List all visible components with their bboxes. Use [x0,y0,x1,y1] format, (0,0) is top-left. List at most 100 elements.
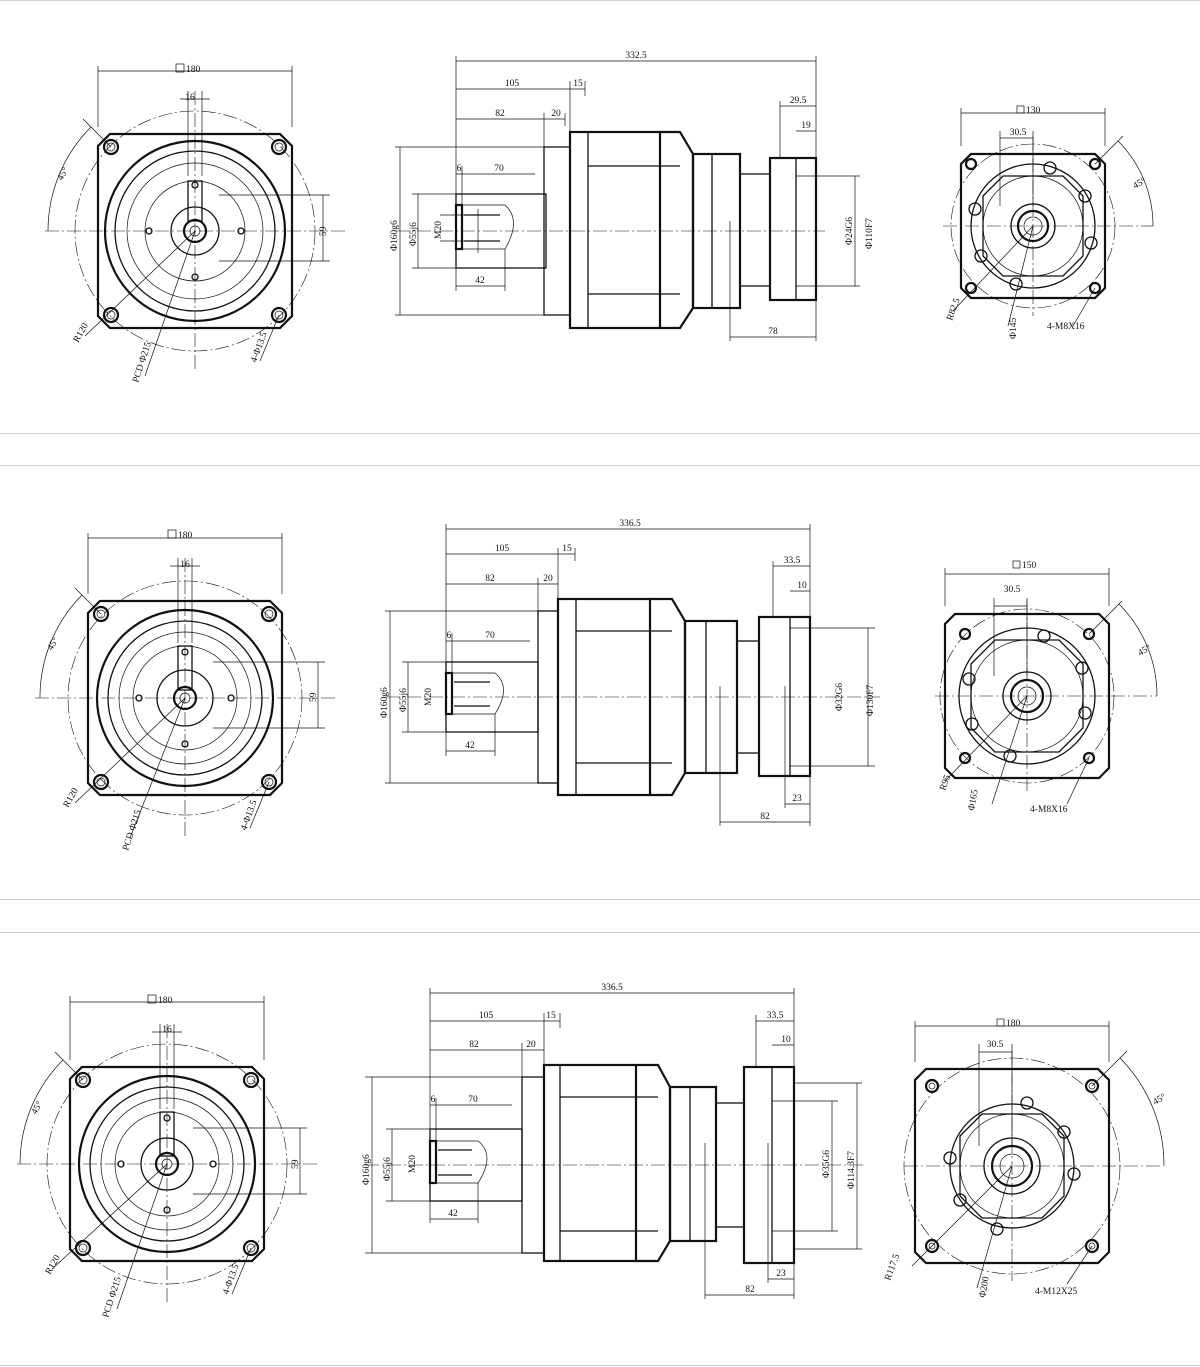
flange-radius-dim: R82.5 [945,297,962,322]
side-total-dim: 336.5 [601,983,623,993]
side-view [365,988,865,1299]
side-d1-dim: 105 [505,79,520,89]
drawing-svg-2: 180 16 45° 59 R120 PCD Φ215 4-Φ13.5 [35,519,1158,852]
flange-square-dim: 150 [1022,561,1037,571]
side-d2-dim: 15 [546,1011,556,1021]
side-d3-dim: 82 [495,109,505,119]
front-holes-dim: 4-Φ13.5 [249,331,269,364]
side-d6-dim: 70 [494,164,504,174]
flange-radius-dim: R95 [938,773,953,792]
side-d3-dim: 82 [485,574,495,584]
flange-view [935,568,1158,805]
side-thread-dim: M20 [424,688,434,706]
front-pcd-dim: PCD Φ215 [121,809,144,852]
side-view [395,56,860,341]
side-d6-dim: 70 [485,631,495,641]
drawing-svg-1: 180 16 45° 59 R120 PCD Φ215 4-Φ13.5 [45,51,1154,384]
side-d8-dim: 29.5 [790,96,807,106]
side-d6-dim: 70 [468,1095,478,1105]
side-dia4-dim: Φ130F7 [866,685,876,716]
side-d9-dim: 19 [801,121,811,131]
flange-radius-dim: R117.5 [883,1253,902,1282]
side-d4-dim: 20 [543,574,553,584]
side-dia2-dim: Φ55j6 [399,688,409,712]
flange-holes-dim: 4-M8X16 [1047,322,1085,332]
side-d1-dim: 105 [479,1011,494,1021]
front-radius-dim: R120 [44,1253,63,1276]
drawing-panel-2: 180 16 45° 59 R120 PCD Φ215 4-Φ13.5 [0,465,1200,900]
flange-square-dim: 130 [1026,106,1041,116]
side-d11-dim: 23 [776,1269,786,1279]
front-holes-dim: 4-Φ13.5 [221,1263,241,1296]
front-key-dim: 16 [162,1025,172,1035]
side-d11-dim: 23 [792,794,802,804]
side-d8-dim: 33.5 [784,556,801,566]
side-d9-dim: 10 [781,1035,791,1045]
side-total-dim: 332.5 [625,51,647,61]
flange-holes-dim: 4-M12X25 [1035,1287,1077,1297]
side-dia2-dim: Φ55j6 [409,222,419,246]
drawing-panel-1: 180 16 45° 59 R120 PCD Φ215 4-Φ13.5 [0,0,1200,434]
flange-key-dim: 30.5 [987,1040,1004,1050]
front-key-dim: 16 [185,93,195,103]
side-d3-dim: 82 [469,1040,479,1050]
side-d10-dim: 82 [745,1285,755,1295]
front-offset-dim: 59 [291,1159,301,1169]
flange-view [943,108,1154,327]
front-square-dim: 180 [158,996,173,1006]
side-dia1-dim: Φ160g6 [362,1154,372,1185]
side-thread-dim: M20 [408,1155,418,1173]
side-d5-dim: 6 [431,1095,436,1105]
front-square-dim: 180 [178,531,193,541]
square-symbol-flange [1012,560,1021,569]
square-symbol [175,63,185,73]
side-d7-dim: 42 [465,741,475,751]
front-offset-dim: 59 [319,226,329,236]
flange-pcd-dim: Φ165 [967,789,981,812]
side-d2-dim: 15 [573,79,583,89]
square-symbol [167,529,177,539]
side-dia3-dim: Φ24G6 [845,217,855,245]
front-view [35,533,335,839]
side-d4-dim: 20 [526,1040,536,1050]
front-offset-dim: 59 [309,692,319,702]
square-symbol [147,994,157,1004]
side-d10-dim: 78 [768,327,778,337]
front-radius-dim: R120 [62,786,81,809]
side-dia2-dim: Φ55j6 [383,1157,393,1181]
side-d4-dim: 20 [551,109,561,119]
flange-pcd-dim: Φ145 [1009,318,1019,339]
side-d5-dim: 6 [447,631,452,641]
side-d10-dim: 82 [760,812,770,822]
front-pcd-dim: PCD Φ215 [131,341,154,384]
front-holes-dim: 4-Φ13.5 [239,799,259,832]
side-thread-dim: M20 [434,221,444,239]
side-dia4-dim: Φ110F7 [865,218,875,249]
square-symbol-flange [996,1018,1005,1027]
front-pcd-dim: PCD Φ215 [101,1276,124,1319]
side-d2-dim: 15 [562,544,572,554]
side-dia3-dim: Φ32G6 [835,683,845,711]
side-view [385,524,880,826]
square-symbol-flange [1016,105,1025,114]
flange-pcd-dim: Φ200 [978,1276,992,1299]
side-d5-dim: 6 [457,164,462,174]
flange-square-dim: 180 [1006,1019,1021,1029]
side-d7-dim: 42 [448,1209,458,1219]
flange-angle-dim: 45° [1151,1091,1168,1107]
side-dia1-dim: Φ160g6 [380,687,390,718]
side-dia4-dim: Φ114.3F7 [847,1151,857,1189]
flange-key-dim: 30.5 [1010,128,1027,138]
flange-view [903,1021,1165,1289]
side-d7-dim: 42 [475,276,485,286]
side-total-dim: 336.5 [619,519,641,529]
front-view [45,66,345,377]
front-view [17,996,317,1310]
drawing-panel-3: 180 16 45° 59 R120 PCD Φ215 4-Φ13.5 [0,932,1200,1366]
side-d9-dim: 10 [797,581,807,591]
front-key-dim: 16 [180,560,190,570]
side-dia1-dim: Φ160g6 [390,220,400,251]
flange-angle-dim: 45° [1131,175,1148,191]
side-d8-dim: 33.5 [767,1011,784,1021]
side-dia3-dim: Φ35G6 [822,1150,832,1178]
